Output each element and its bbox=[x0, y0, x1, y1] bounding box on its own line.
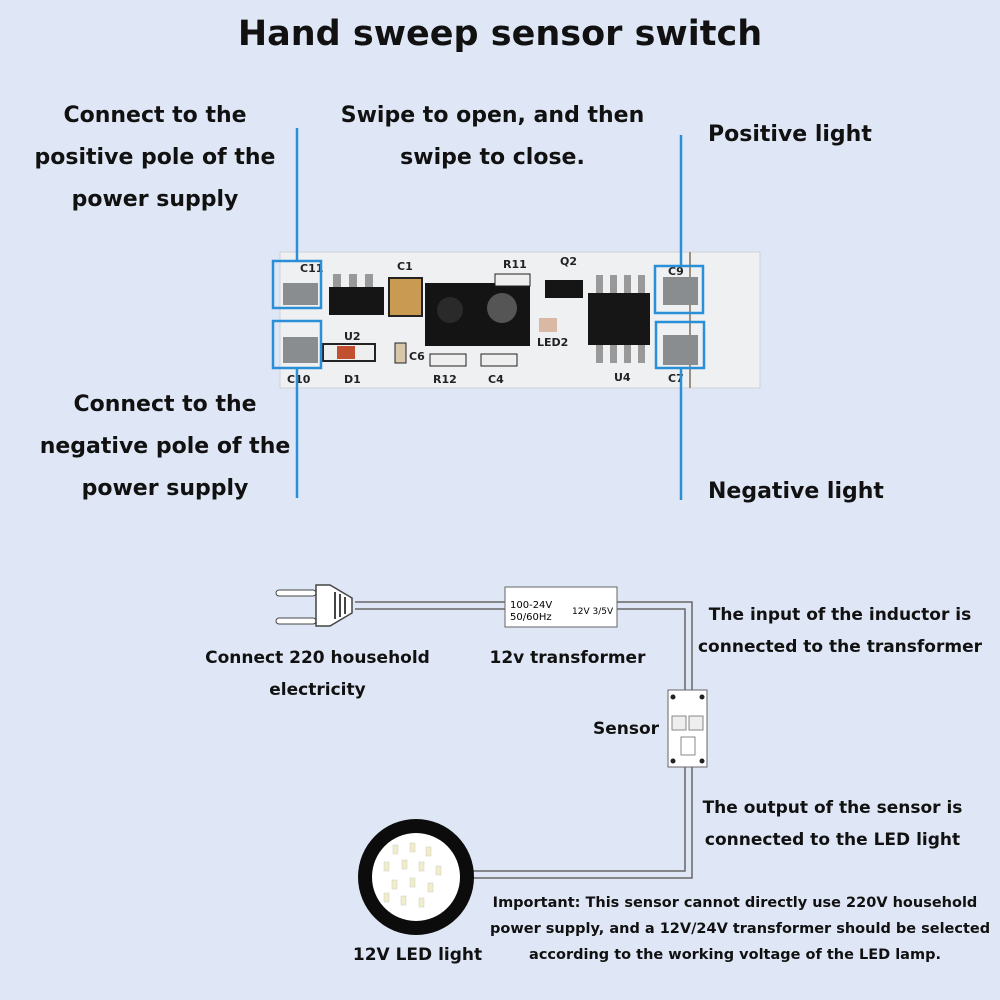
swipe-label: Swipe to open, and then swipe to close. bbox=[330, 95, 655, 179]
led2 bbox=[539, 318, 557, 332]
label-line: Swipe to open, and then bbox=[340, 103, 645, 128]
capacitor-c6 bbox=[394, 342, 407, 364]
pad-c11 bbox=[283, 283, 318, 305]
pcb-label: LED2 bbox=[537, 336, 568, 349]
transformer-input-text: 50/60Hz bbox=[510, 612, 552, 623]
label-line: connected to the LED light bbox=[704, 830, 961, 850]
callout-box-positive-light bbox=[653, 264, 705, 315]
pcb-label: Q2 bbox=[560, 255, 577, 268]
pcb-label: C11 bbox=[300, 262, 323, 275]
label-line: according to the working voltage of the … bbox=[529, 947, 941, 963]
negative-light-label: Negative light bbox=[708, 479, 884, 504]
label-line: connected to the transformer bbox=[697, 637, 982, 657]
pad-c7 bbox=[663, 335, 698, 365]
transformer-input-text: 100-24V bbox=[510, 600, 552, 611]
transformer-box bbox=[504, 586, 618, 628]
resistor-r11 bbox=[494, 273, 531, 287]
pcb-label: U4 bbox=[614, 371, 631, 384]
capacitor-c1 bbox=[388, 277, 423, 317]
negative-supply-label: Connect to the negative pole of the powe… bbox=[35, 384, 295, 510]
important-note: Important: This sensor cannot directly u… bbox=[490, 890, 991, 968]
label-line: power supply, and a 12V/24V transformer … bbox=[490, 921, 991, 937]
pcb-label: C9 bbox=[668, 265, 684, 278]
pad-c10 bbox=[283, 337, 318, 363]
chip-u4 bbox=[588, 293, 650, 345]
pad-c9 bbox=[663, 277, 698, 305]
input-note: The input of the inductor is connected t… bbox=[695, 599, 985, 663]
sensor-icon bbox=[667, 689, 708, 768]
cable-transformer-sensor bbox=[617, 601, 693, 690]
label-line: The output of the sensor is bbox=[702, 798, 963, 818]
cable-plug-transformer bbox=[355, 601, 505, 610]
chip-u2 bbox=[329, 287, 384, 315]
pcb-label: C10 bbox=[287, 373, 311, 386]
label-line: swipe to close. bbox=[400, 145, 585, 170]
resistor-r12 bbox=[429, 353, 467, 367]
label-line: negative pole of the bbox=[39, 434, 291, 459]
capacitor-c4 bbox=[480, 353, 518, 367]
label-line: The input of the inductor is bbox=[708, 605, 972, 625]
label-line: Connect 220 household bbox=[205, 648, 430, 668]
wiring-diagram: 100-24V 50/60Hz 12V 3/5V bbox=[275, 584, 708, 935]
label-line: power supply bbox=[71, 187, 239, 212]
cable-sensor-led bbox=[470, 767, 693, 879]
output-note: The output of the sensor is connected to… bbox=[695, 792, 970, 856]
label-line: Connect to the bbox=[63, 103, 247, 128]
led-label: 12V LED light bbox=[352, 945, 483, 965]
pcb-label: C4 bbox=[488, 373, 504, 386]
pcb-label: C1 bbox=[397, 260, 413, 273]
callouts bbox=[271, 128, 706, 500]
pcb-label: R11 bbox=[503, 258, 527, 271]
pcb-label: R12 bbox=[433, 373, 457, 386]
transformer-output-text: 12V 3/5V bbox=[572, 607, 614, 617]
transistor-q2 bbox=[545, 280, 583, 298]
plug-label: Connect 220 household electricity bbox=[200, 642, 435, 706]
page-title: Hand sweep sensor switch bbox=[237, 14, 763, 54]
pcb-label: U2 bbox=[344, 330, 361, 343]
positive-light-label: Positive light bbox=[708, 122, 872, 147]
label-line: positive pole of the bbox=[34, 145, 276, 170]
pcb-label: D1 bbox=[344, 373, 361, 386]
pcb-label: C6 bbox=[409, 350, 425, 363]
transformer-label: 12v transformer bbox=[489, 648, 646, 668]
label-line: Connect to the bbox=[73, 392, 257, 417]
led-light-icon bbox=[358, 819, 474, 935]
plug-icon bbox=[275, 584, 353, 627]
label-line: Important: This sensor cannot directly u… bbox=[492, 895, 978, 911]
label-line: power supply bbox=[81, 476, 249, 501]
label-line: electricity bbox=[269, 680, 366, 700]
sensor-label: Sensor bbox=[593, 719, 660, 739]
positive-supply-label: Connect to the positive pole of the powe… bbox=[30, 95, 280, 221]
